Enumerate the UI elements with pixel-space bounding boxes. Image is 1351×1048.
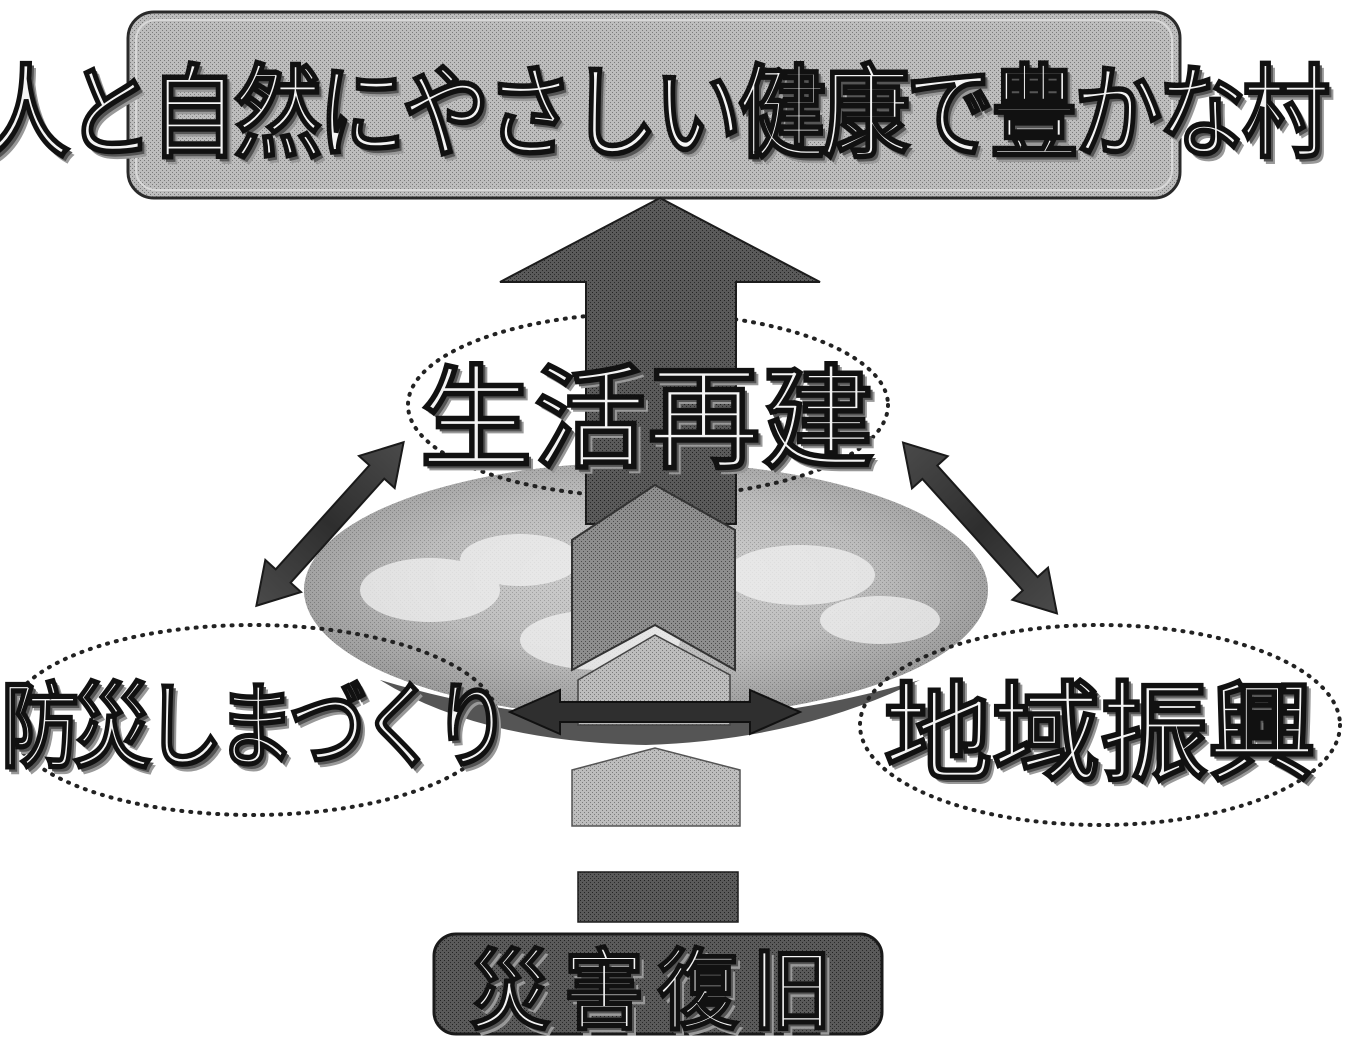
disaster-prevention-outline xyxy=(6,623,500,817)
upward-arrow-large xyxy=(499,196,821,525)
upward-arrow-chevron-upper xyxy=(571,483,736,672)
left-double-arrow xyxy=(255,440,405,608)
horizontal-double-arrow xyxy=(507,688,803,736)
title-banner-inner-edge xyxy=(135,19,1173,191)
recovery-banner xyxy=(432,932,884,1036)
lower-dark-bar xyxy=(577,871,739,923)
title-text: 人と自然にやさしい健康で豊かな村 xyxy=(0,53,1331,174)
regional-development-outline xyxy=(858,623,1342,827)
lower-arrow-block xyxy=(571,747,741,827)
island-clouds xyxy=(360,534,940,670)
disaster-prevention-text: 防災しまづくり xyxy=(0,673,512,783)
rebuild-text: 生活再建 xyxy=(419,354,876,486)
island-dark-base xyxy=(380,680,920,745)
regional-development-text: 地域振興 xyxy=(883,671,1317,798)
right-double-arrow xyxy=(901,441,1059,615)
title-banner xyxy=(126,10,1182,200)
disaster-recovery-text: 災害復旧 xyxy=(469,939,846,1044)
